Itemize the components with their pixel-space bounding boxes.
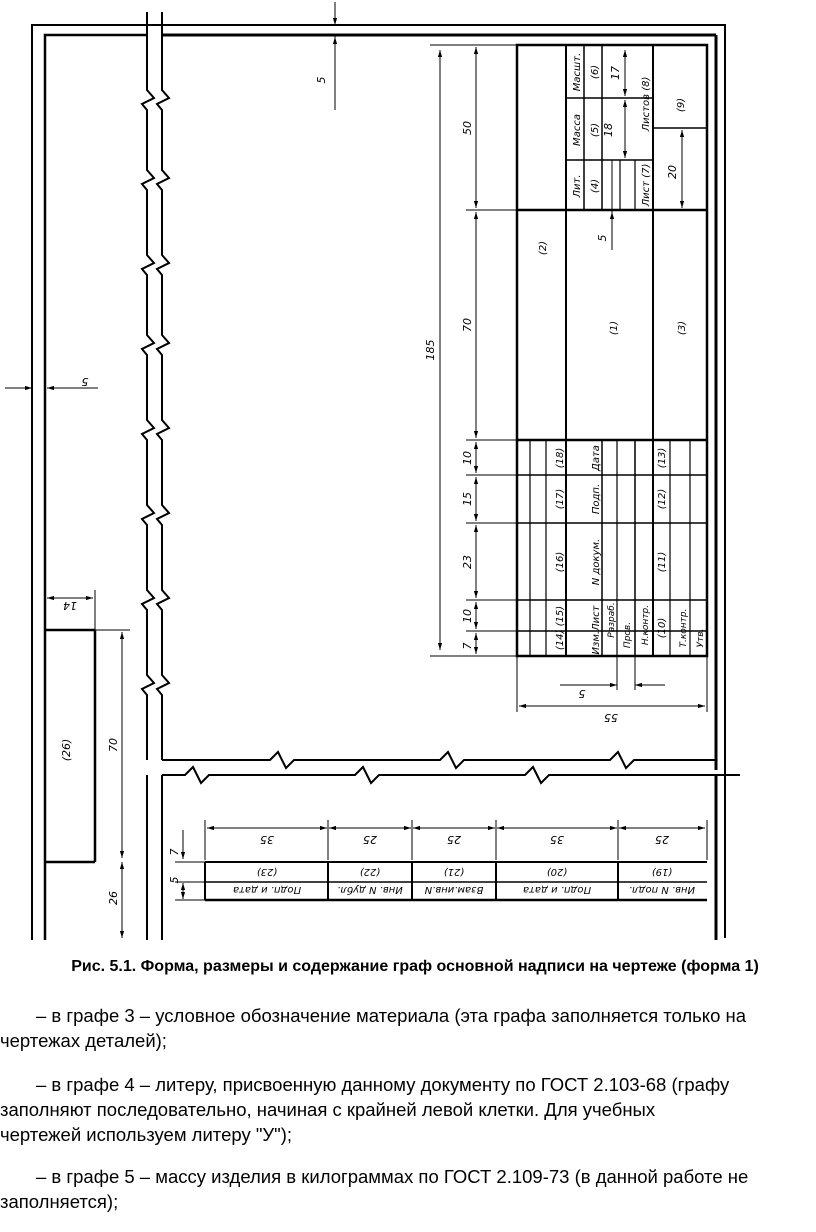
dim-25b: 25 [447, 833, 461, 846]
dim-10a: 10 [461, 451, 474, 465]
cell-g18: (18) [555, 448, 566, 469]
cell-g17: (17) [555, 489, 566, 510]
cell-g4: (4) [590, 179, 601, 193]
cell-tkontr: Т.контр. [679, 608, 689, 647]
dim-70-side: 70 [107, 738, 120, 752]
cell-g16: (16) [555, 552, 566, 573]
title-block-lines [515, 43, 709, 658]
cell-nkontr: Н.контр. [641, 605, 651, 645]
dim-5-side: 5 [168, 877, 181, 884]
cell-podp: Подп. [591, 484, 602, 514]
cell-lit: Лит. [572, 174, 583, 198]
cell-prov: Пров. [623, 622, 633, 648]
dim-26: 26 [107, 891, 120, 905]
cell-g1: (1) [609, 321, 620, 335]
dim-17: 17 [609, 66, 622, 80]
dim-7: 7 [461, 643, 474, 650]
paragraph-line: – в графе 3 – условное обозначение матер… [36, 1005, 747, 1026]
stamp-col-19: (19) [652, 866, 673, 877]
cell-g2: (2) [538, 241, 549, 255]
dim-14: 14 [63, 599, 77, 612]
dim-left-5: 5 [82, 375, 89, 388]
stamp-label-4: Подп. и дата [523, 884, 591, 895]
technical-drawing: 5 5 50 70 185 10 15 23 10 7 5 17 18 20 5… [5, 2, 740, 940]
cell-massa: Масса [572, 114, 583, 146]
cell-g3: (3) [677, 321, 688, 335]
cell-ndokum: N докум. [591, 539, 602, 585]
cell-razrab: Разраб. [607, 602, 617, 637]
stamp-label-5: Инв. N подл. [629, 884, 695, 895]
cell-g15: (14) (15) [555, 606, 566, 650]
dim-20: 20 [666, 165, 679, 179]
dimension-texts: 5 5 50 70 185 10 15 23 10 7 5 17 18 20 5… [63, 66, 679, 905]
cell-g5: (5) [590, 123, 601, 137]
dim-top-5: 5 [315, 77, 328, 84]
dim-18: 18 [602, 123, 615, 137]
paragraph-line: чертежах деталей); [0, 1030, 167, 1051]
paragraph-line: заполняется); [0, 1191, 119, 1212]
cell-utv: Утв. [696, 629, 706, 648]
title-block-texts: Масшт. (6) Масса (5) Лит. (4) Листов (8)… [538, 53, 706, 655]
dim-25c: 25 [655, 833, 669, 846]
dim-55: 55 [604, 711, 618, 724]
break-lines [140, 12, 740, 940]
dim-5-litera: 5 [596, 235, 609, 242]
paragraph-line: – в графе 5 – массу изделия в килограмма… [36, 1166, 749, 1187]
dim-10b: 10 [461, 609, 474, 623]
paragraph-grafa-3: – в графе 3 – условное обозначение матер… [0, 1003, 816, 1053]
cell-data: Дата [591, 445, 602, 472]
cell-g12: (12) [657, 489, 668, 510]
cell-g10: (10) [657, 618, 668, 639]
stamp-col-20: (20) [547, 866, 568, 877]
dim-5-bottom: 5 [579, 687, 586, 700]
dim-23: 23 [461, 555, 474, 569]
paragraph-line: – в графе 4 – литеру, присвоенную данном… [36, 1074, 730, 1095]
side-block [45, 628, 97, 864]
dim-70: 70 [461, 318, 474, 332]
paragraph-grafa-4: – в графе 4 – литеру, присвоенную данном… [0, 1072, 816, 1147]
cell-g26: (26) [60, 739, 73, 762]
paragraph-line: чертежей используем литеру "У"); [0, 1124, 293, 1145]
bottom-stamp-texts: (23) (22) (21) (20) (19) Подп. и дата Ин… [233, 866, 695, 896]
dimension-lines [5, 2, 708, 938]
dim-25a: 25 [363, 833, 377, 846]
stamp-col-22: (22) [360, 866, 381, 877]
dim-7-side: 7 [168, 849, 181, 856]
dim-15: 15 [461, 492, 474, 506]
cell-massh: Масшт. [572, 53, 583, 91]
cell-g13: (13) [657, 448, 668, 469]
cell-listov: Листов (8) [641, 77, 652, 133]
cell-izm: Изм.Лист [591, 604, 602, 654]
stamp-label-1: Подп. и дата [233, 884, 301, 895]
paragraph-grafa-5: – в графе 5 – массу изделия в килограмма… [0, 1164, 816, 1214]
stamp-label-2: Инв. N дубл. [337, 884, 403, 896]
stamp-col-21: (21) [444, 866, 465, 877]
dim-50: 50 [461, 121, 474, 135]
cell-g11: (11) [657, 552, 668, 573]
paragraph-line: заполняют последовательно, начиная с кра… [0, 1099, 656, 1120]
dim-35b: 35 [550, 833, 564, 846]
outer-frame [31, 24, 726, 940]
bottom-stamp [204, 861, 707, 902]
cell-g6: (6) [590, 65, 601, 79]
dim-185: 185 [424, 340, 437, 361]
stamp-label-3: Взам.инв.N [424, 884, 483, 895]
figure-caption: Рис. 5.1. Форма, размеры и содержание гр… [71, 958, 759, 975]
cell-g9: (9) [676, 98, 687, 112]
stamp-col-23: (23) [257, 866, 278, 877]
dim-35a: 35 [260, 833, 274, 846]
cell-list: Лист (7) [641, 164, 652, 208]
